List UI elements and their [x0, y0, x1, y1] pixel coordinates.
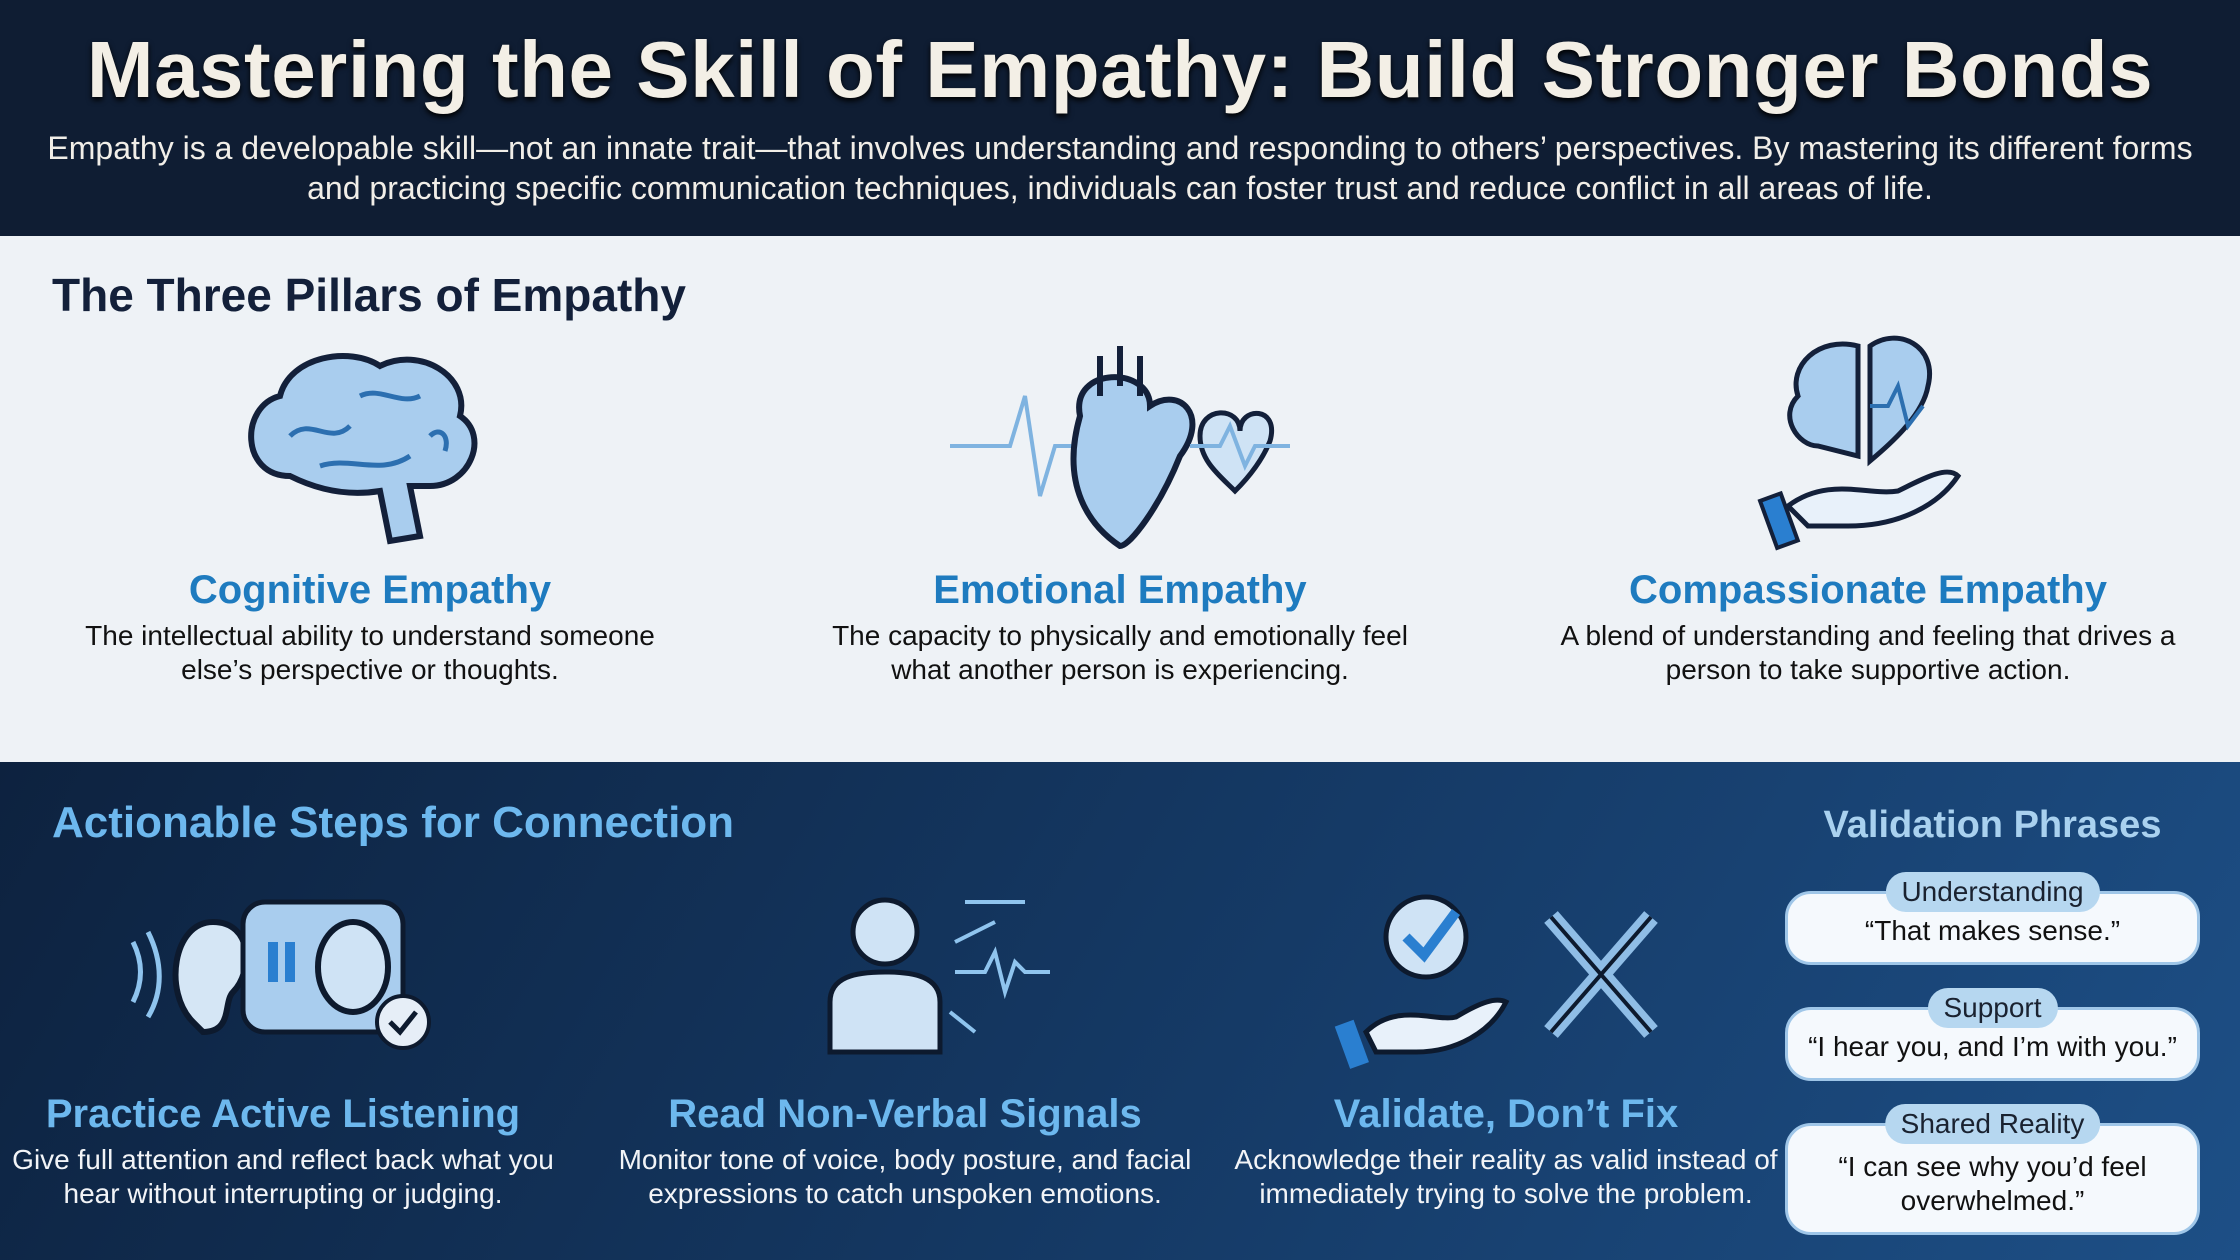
- phrase-label: Shared Reality: [1884, 1104, 2101, 1144]
- steps-section: Actionable Steps for Connection Practice…: [0, 762, 2240, 1260]
- pillar-desc: A blend of understanding and feeling tha…: [1560, 620, 2176, 685]
- steps-heading: Actionable Steps for Connection: [52, 798, 735, 847]
- pillar-emotional: Emotional Empathy The capacity to physic…: [800, 326, 1440, 687]
- step-desc: Give full attention and reflect back wha…: [12, 1144, 554, 1209]
- pillar-title: Compassionate Empathy: [1629, 568, 2107, 612]
- page-title: Mastering the Skill of Empathy: Build St…: [86, 25, 2154, 114]
- pillar-title: Emotional Empathy: [933, 568, 1307, 612]
- ear-chat-icon: [130, 899, 431, 1050]
- page-subtitle: Empathy is a developable skill—not an in…: [47, 130, 2193, 206]
- phrase-text: “I hear you, and I’m with you.”: [1808, 1031, 2177, 1062]
- step-desc: Monitor tone of voice, body posture, and…: [618, 1144, 1192, 1209]
- heart-pulse-icon: [950, 346, 1290, 550]
- validation-heading: Validation Phrases: [1823, 804, 2162, 846]
- phrase-label: Understanding: [1885, 872, 2100, 912]
- phrase-text: “That makes sense.”: [1864, 915, 2121, 946]
- pillars-section: The Three Pillars of Empathy Cognitive E…: [0, 236, 2240, 762]
- phrase-label: Support: [1927, 988, 2058, 1028]
- validation-phrases: Validation Phrases Understanding “That m…: [1785, 762, 2200, 1235]
- step-title: Read Non-Verbal Signals: [668, 1092, 1142, 1136]
- pillar-desc: The capacity to physically and emotional…: [832, 620, 1408, 685]
- brain-icon: [248, 353, 478, 545]
- pillar-compassionate: Compassionate Empathy A blend of underst…: [1548, 326, 2188, 687]
- check-hand-no-tools-icon: [1334, 894, 1658, 1069]
- phrase-card: Shared Reality “I can see why you’d feel…: [1785, 1104, 2200, 1235]
- pillar-title: Cognitive Empathy: [188, 568, 552, 612]
- header: Mastering the Skill of Empathy: Build St…: [0, 0, 2240, 236]
- person-signal-icon: [827, 897, 1050, 1055]
- step-active-listening: Practice Active Listening Give full atte…: [0, 882, 583, 1211]
- step-validate: Validate, Don’t Fix Acknowledge their re…: [1206, 882, 1806, 1211]
- hand-heart-brain-icon: [1757, 335, 1962, 551]
- step-title: Validate, Don’t Fix: [1333, 1092, 1679, 1136]
- pillar-desc: The intellectual ability to understand s…: [85, 620, 655, 685]
- phrase-text: “I can see why you’d feel overwhelmed.”: [1838, 1151, 2147, 1216]
- step-nonverbal: Read Non-Verbal Signals Monitor tone of …: [605, 882, 1205, 1211]
- pillar-cognitive: Cognitive Empathy The intellectual abili…: [50, 326, 690, 687]
- phrase-card: Understanding “That makes sense.”: [1785, 872, 2200, 965]
- step-title: Practice Active Listening: [45, 1092, 521, 1136]
- step-desc: Acknowledge their reality as valid inste…: [1234, 1144, 1778, 1209]
- pillars-heading: The Three Pillars of Empathy: [52, 269, 686, 321]
- phrase-card: Support “I hear you, and I’m with you.”: [1785, 988, 2200, 1081]
